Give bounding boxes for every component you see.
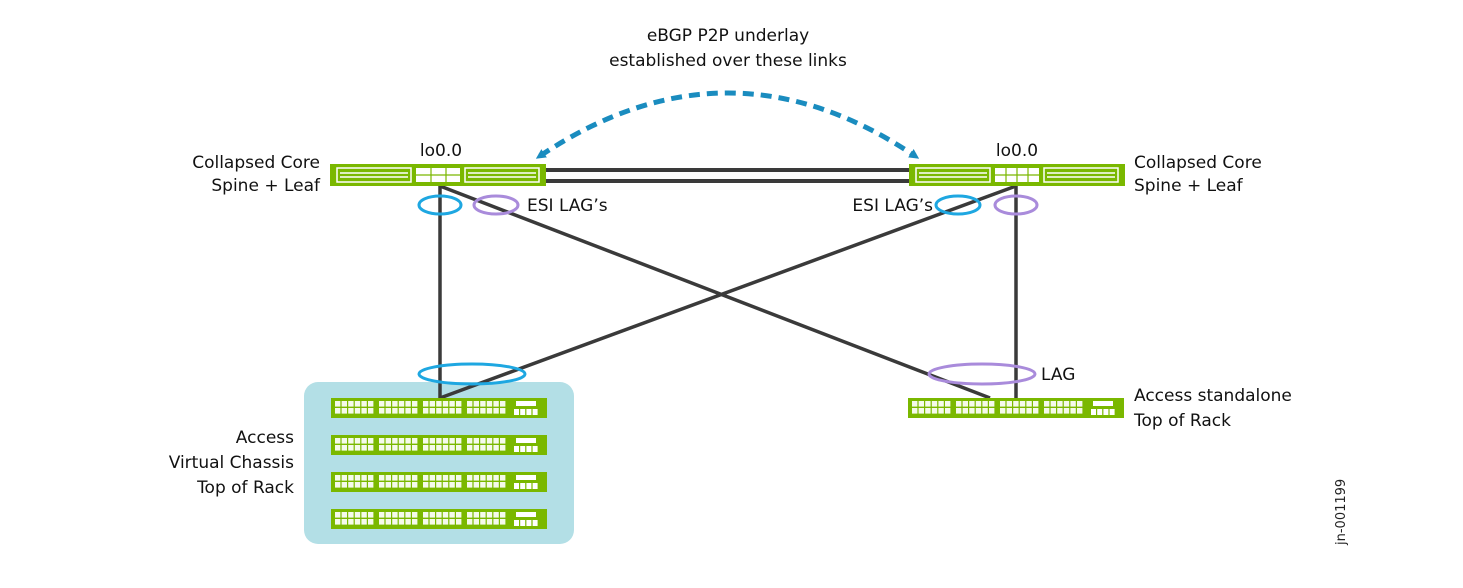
standalone-lag-ellipse bbox=[927, 362, 1037, 386]
vc-member-switch bbox=[331, 435, 547, 455]
right-esi-lag-label: ESI LAG’s bbox=[852, 196, 933, 216]
vc-label-line1: Access bbox=[236, 428, 294, 448]
link-right-spine-to-vc bbox=[439, 184, 1017, 400]
standalone-access-switch bbox=[908, 398, 1124, 418]
standalone-label-line1: Access standalone bbox=[1134, 386, 1292, 406]
vc-member-switch bbox=[331, 509, 547, 529]
figure-id: jn-001199 bbox=[1334, 479, 1349, 546]
right-spine-esi-lag-blue bbox=[934, 194, 982, 216]
left-esi-lag-label: ESI LAG’s bbox=[527, 196, 608, 216]
left-spine-esi-lag-purple bbox=[472, 194, 520, 216]
standalone-lag-label: LAG bbox=[1041, 365, 1075, 385]
left-spine-loopback-label: lo0.0 bbox=[420, 141, 462, 161]
right-spine-switch bbox=[909, 164, 1125, 186]
underlay-title-line1: eBGP P2P underlay bbox=[647, 26, 809, 46]
vc-member-switch bbox=[331, 398, 547, 418]
left-spine-label-line2: Spine + Leaf bbox=[211, 176, 321, 196]
vc-member-switch bbox=[331, 472, 547, 492]
vc-label-line3: Top of Rack bbox=[196, 478, 294, 498]
standalone-switch-body bbox=[908, 398, 1124, 418]
left-spine-esi-lag-blue bbox=[417, 194, 463, 216]
link-left-spine-to-standalone bbox=[439, 184, 991, 400]
underlay-title-line2: established over these links bbox=[609, 51, 847, 71]
right-spine-label-line1: Collapsed Core bbox=[1134, 153, 1262, 173]
vc-member-switches bbox=[331, 398, 547, 529]
standalone-label-line2: Top of Rack bbox=[1133, 411, 1231, 431]
ebgp-arc-arrow bbox=[535, 90, 920, 159]
right-spine-esi-lag-purple bbox=[993, 194, 1039, 216]
vc-lag-ellipse bbox=[417, 362, 527, 386]
right-spine-label-line2: Spine + Leaf bbox=[1134, 176, 1244, 196]
vc-label-line2: Virtual Chassis bbox=[169, 453, 294, 473]
virtual-chassis-group bbox=[304, 382, 574, 544]
left-spine-label-line1: Collapsed Core bbox=[192, 153, 320, 173]
right-spine-loopback-label: lo0.0 bbox=[996, 141, 1038, 161]
left-spine-switch bbox=[330, 164, 546, 186]
